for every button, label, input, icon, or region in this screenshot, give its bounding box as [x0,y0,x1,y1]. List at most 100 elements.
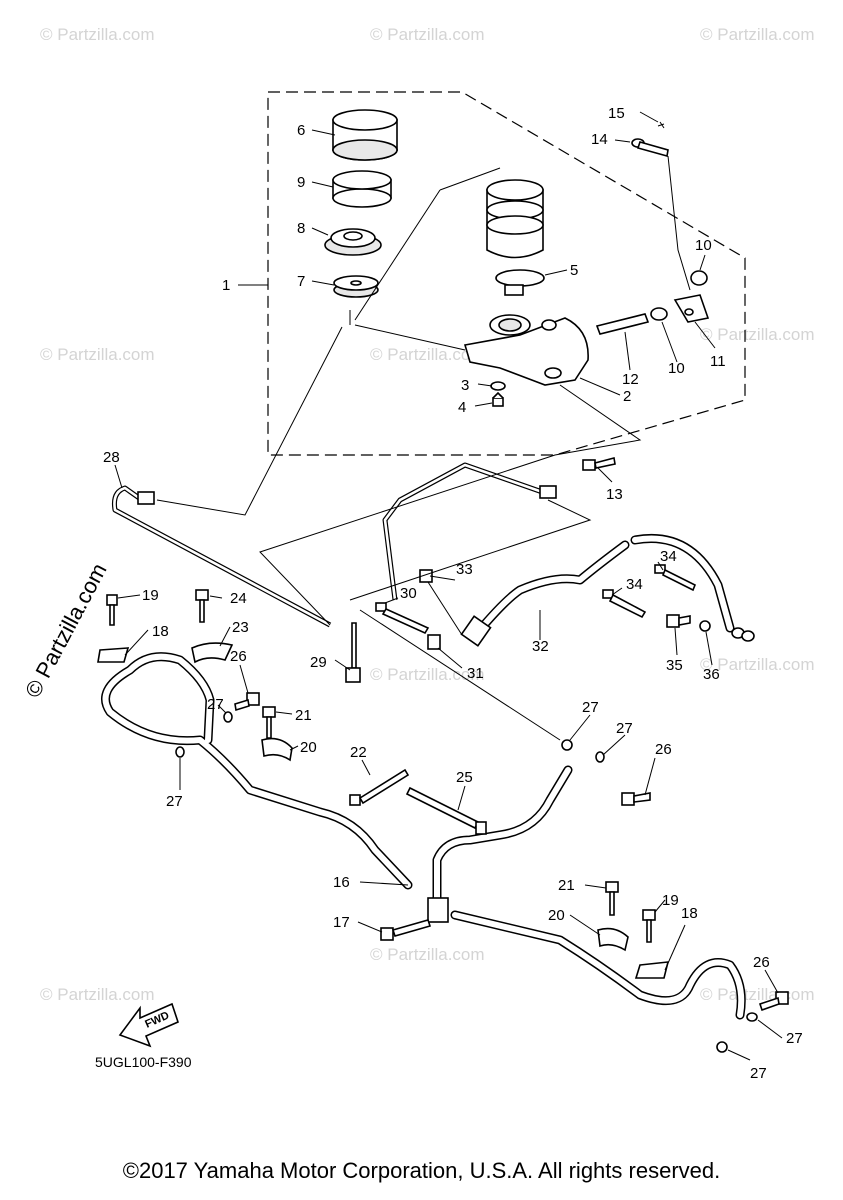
float-7 [333,275,379,298]
watermark: © Partzilla.com [40,25,155,44]
hose-center [432,765,573,903]
callout-label: 5 [570,262,578,279]
bolt-21a [262,706,276,739]
watermark: © Partzilla.com [370,345,485,364]
junction-block [427,897,449,923]
callout-label: 22 [350,744,367,761]
callout-label: 35 [666,657,683,674]
callout-label: 20 [300,739,317,756]
nut-10b [690,270,708,286]
reservoir-tank [486,179,544,259]
callout-label: 6 [297,122,305,139]
bolt-19b [642,909,656,943]
hose-right [630,534,755,642]
callout-label: 27 [616,720,633,737]
callout-label: 21 [558,877,575,894]
nut-10a [650,307,668,321]
bolt-24 [195,589,209,623]
callout-label: 2 [623,388,631,405]
tie-34b [602,589,647,619]
callout-label: 25 [456,769,473,786]
watermark: © Partzilla.com [700,25,815,44]
bolt-19a [106,594,118,626]
watermark: © Partzilla.com [700,985,815,1004]
callout-label: 33 [456,561,473,578]
callout-label: 27 [750,1065,767,1082]
callout-label: 4 [458,399,466,416]
cotter-pin-15 [657,121,665,129]
callout-label: 19 [142,587,159,604]
watermark: © Partzilla.com [40,985,155,1004]
watermark: © Partzilla.com [40,345,155,364]
callout-label: 14 [591,131,608,148]
callout-label: 27 [786,1030,803,1047]
callout-label: 13 [606,486,623,503]
callout-label: 21 [295,707,312,724]
brake-pipe-28 [112,485,332,628]
callout-label: 17 [333,914,350,931]
callout-label: 27 [166,793,183,810]
callout-label: 10 [695,237,712,254]
callout-label: 1 [222,277,230,294]
watermark: © Partzilla.com [700,655,815,674]
callout-label: 18 [681,905,698,922]
callout-label: 26 [230,648,247,665]
callout-label: 11 [710,353,726,370]
fwd-arrow-icon: FWD [118,1002,179,1048]
callout-label: 30 [400,585,417,602]
callout-label: 10 [668,360,685,377]
diagram-code: 5UGL100-F390 [95,1054,192,1070]
bolt-26b [621,792,651,806]
pushrod-12 [595,313,650,335]
watermark: © Partzilla.com [370,25,485,44]
callout-label: 34 [626,576,643,593]
callout-labels: 1 2 3 4 5 6 7 8 9 10 10 11 12 13 14 15 1… [103,105,803,1082]
screw-4 [492,391,504,407]
callout-label: 26 [753,954,770,971]
watermark: © Partzilla.com [700,325,815,344]
diaphragm-8 [324,228,382,256]
callout-label: 18 [152,623,169,640]
callout-label: 26 [655,741,672,758]
tie-30 [375,602,430,635]
master-cylinder-body-2 [463,314,589,386]
callout-label: 8 [297,220,305,237]
bolt-17 [380,919,432,941]
bracket-20a [261,737,293,762]
washers-27 [175,711,758,1053]
bracket-18a [97,647,130,663]
callout-label: 15 [608,105,625,122]
bolt-33 [419,569,463,636]
callout-label: 7 [297,273,305,290]
callout-label: 29 [310,654,327,671]
tie-22 [349,768,410,806]
brake-pipe-upper [382,462,557,601]
pin-14 [631,138,669,158]
callout-label: 31 [467,665,484,682]
watermarks: © Partzilla.com © Partzilla.com © Partzi… [40,25,815,1004]
callout-label: 34 [660,548,677,565]
washer-3 [490,381,506,391]
hose-lower-right [450,910,746,1020]
diaphragm-holder-9 [332,170,392,208]
bracket-20b [597,927,629,952]
copyright-footer: ©2017 Yamaha Motor Corporation, U.S.A. A… [122,1158,721,1183]
hose-left [101,652,413,890]
band-5 [495,269,545,296]
bolt-26c [758,991,789,1012]
callout-label: 23 [232,619,249,636]
bolt-13 [582,457,616,471]
callout-label: 32 [532,638,549,655]
callout-label: 27 [582,699,599,716]
clevis-11 [673,294,710,323]
tie-29 [345,622,361,683]
watermark: © Partzilla.com [370,665,485,684]
callout-label: 19 [662,892,679,909]
callout-label: 28 [103,449,120,466]
bolt-21b [605,881,619,916]
callout-label: 24 [230,590,247,607]
clamp-31 [427,634,441,650]
hose-32 [460,540,630,647]
callout-label: 3 [461,377,469,394]
